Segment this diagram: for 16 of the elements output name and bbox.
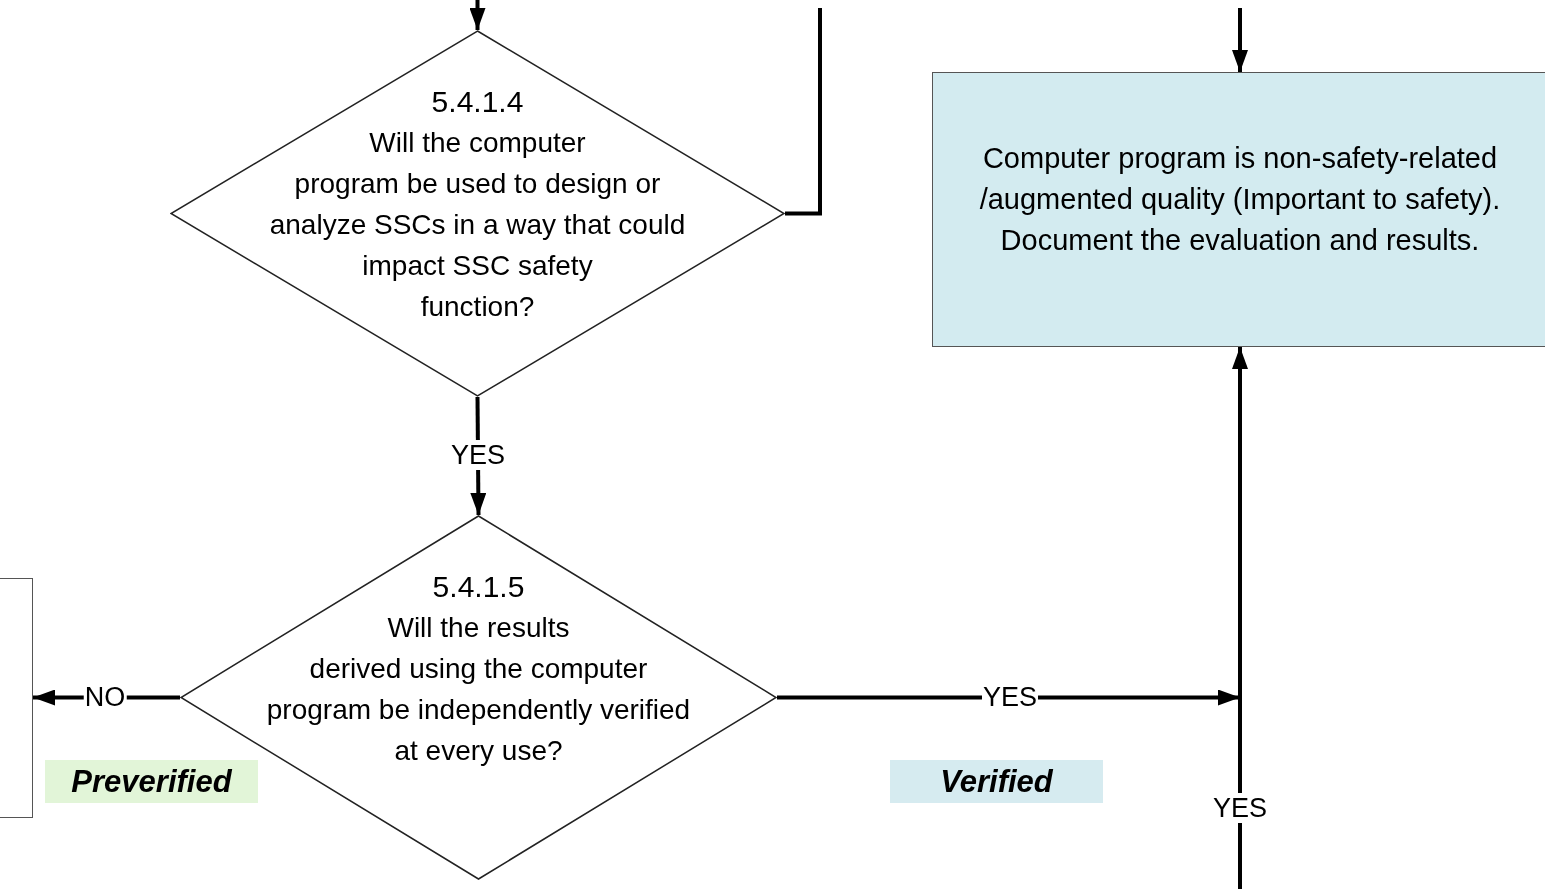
arrow xyxy=(1232,8,1248,72)
status-tag: Verified xyxy=(890,760,1103,803)
question-text: Will the computer program be used to design or analyze SSCs in a way that could impact SSC safety function? xyxy=(268,126,687,324)
decision-diamond xyxy=(170,30,785,397)
box-text: Computer program is non-safety-related /augmented quality (Important to safety). Document the evaluation and results. xyxy=(978,141,1502,258)
step-number: 5.4.1.5 xyxy=(431,569,526,605)
arrow xyxy=(777,689,1240,706)
step-number: 5.4.1.4 xyxy=(430,84,525,120)
arrow xyxy=(469,0,486,30)
question-text: Will the results derived using the computer program be independently verified at every use? xyxy=(265,611,692,768)
edge-label: YES xyxy=(450,440,506,470)
arrow xyxy=(1232,347,1248,889)
process-box xyxy=(932,72,1545,347)
edge-label: YES xyxy=(1212,793,1268,823)
connector-line xyxy=(785,8,822,216)
status-tag: Preverified xyxy=(45,760,258,803)
